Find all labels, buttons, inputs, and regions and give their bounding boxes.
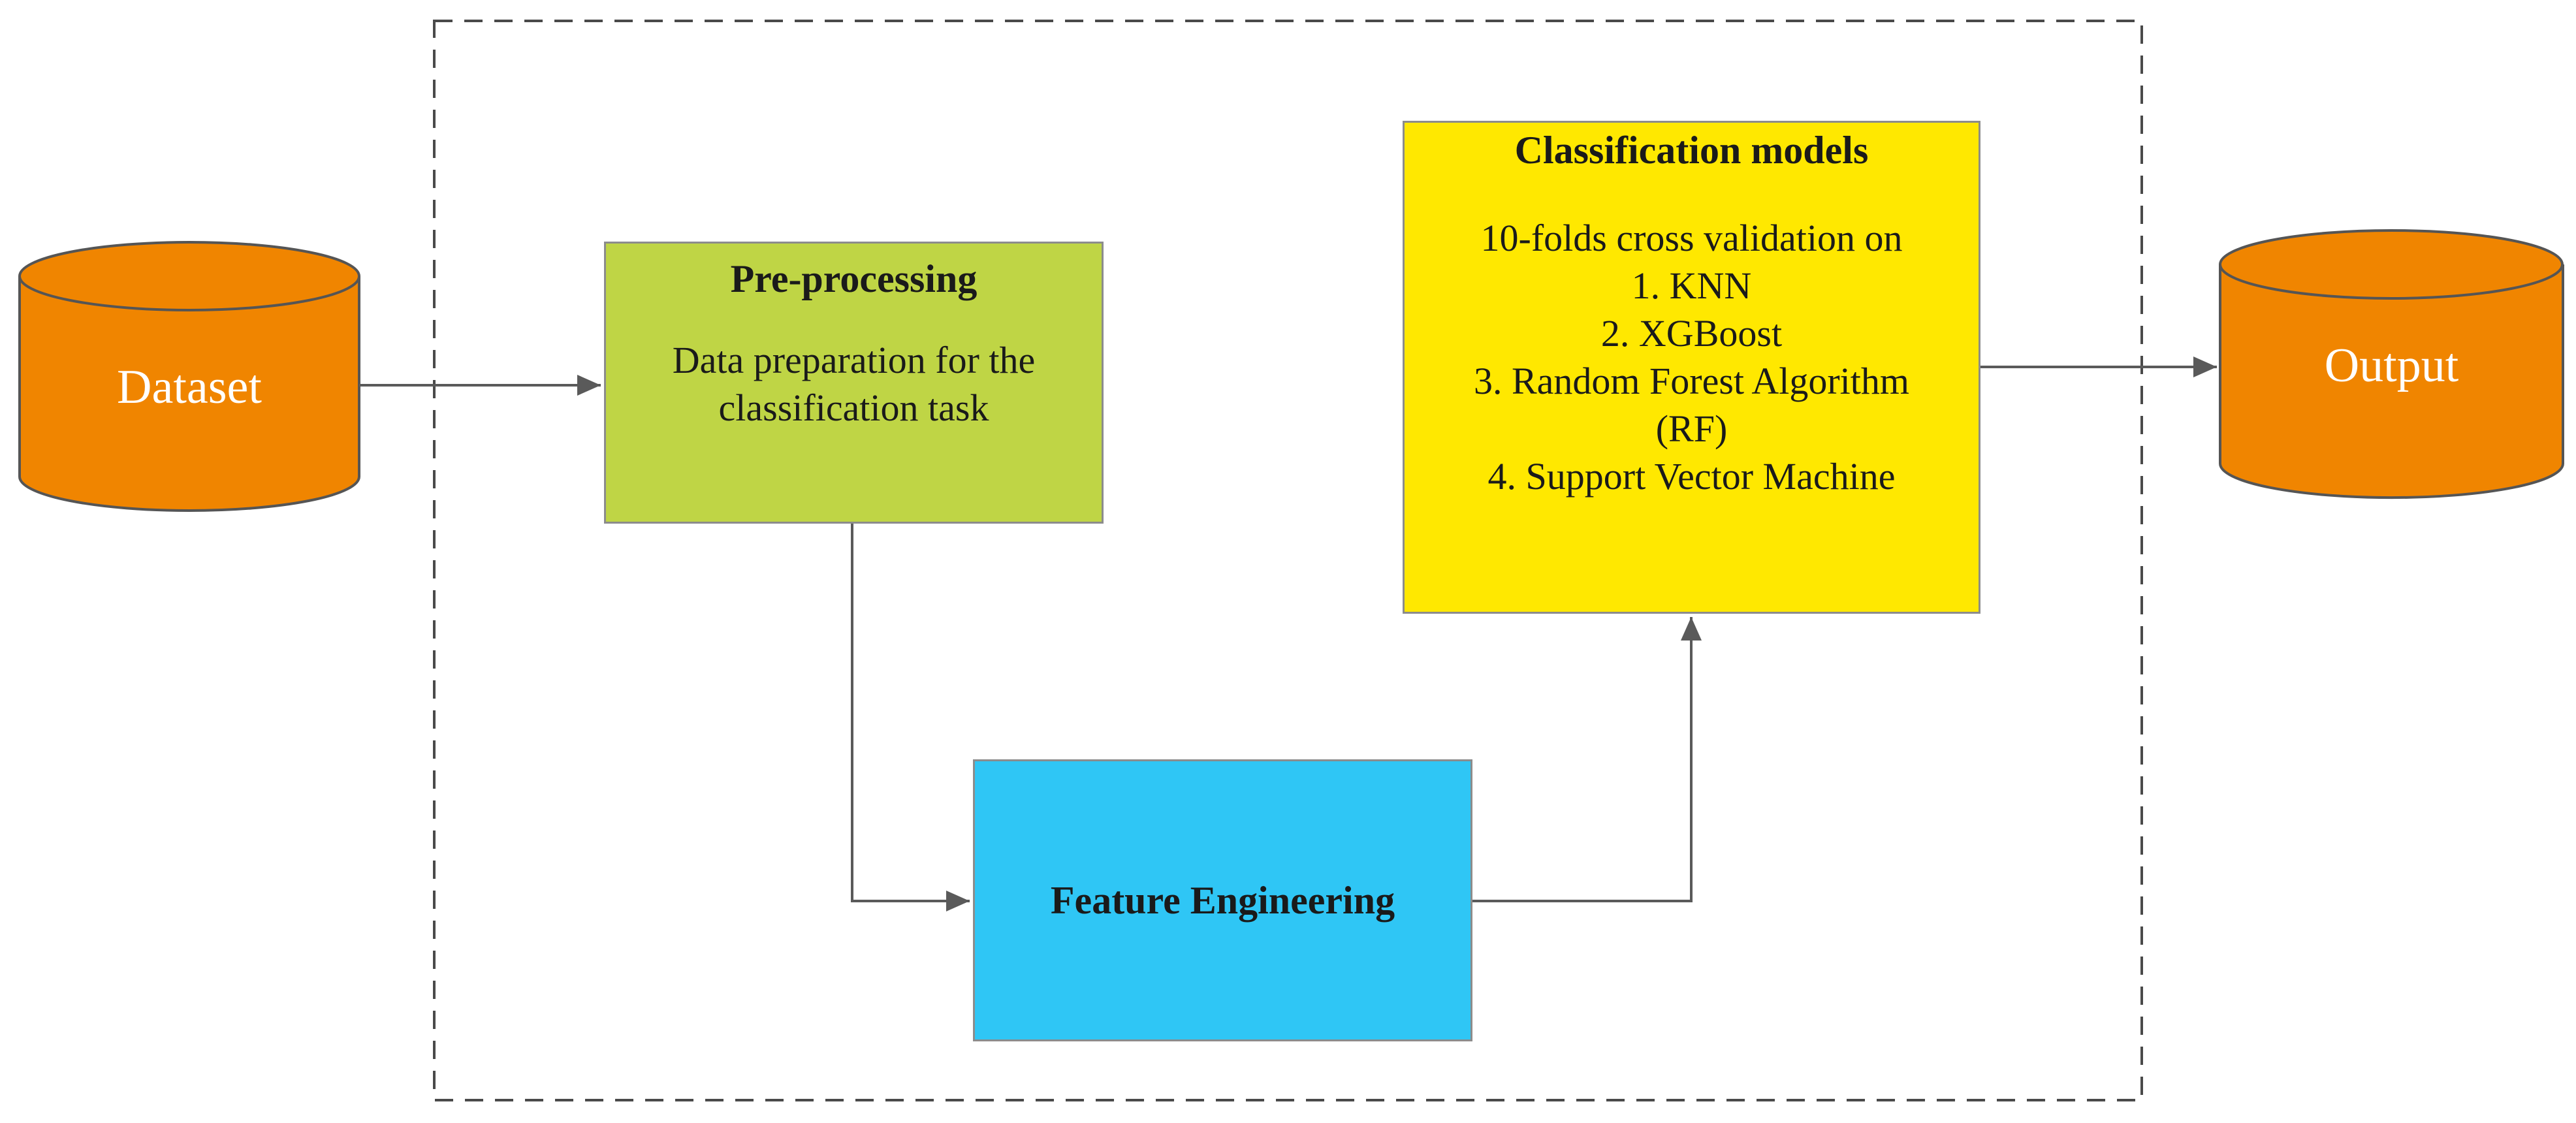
output-cylinder bbox=[2219, 229, 2564, 499]
classification-models-line: 10-folds cross validation on bbox=[1480, 217, 1903, 259]
edge-preprocessing-to-feature-engineering bbox=[851, 524, 970, 911]
preprocessing-line: classification task bbox=[718, 387, 989, 429]
preprocessing-line: Data preparation for the bbox=[672, 339, 1036, 381]
pipeline-container bbox=[433, 20, 2143, 1101]
preprocessing-title: Pre-processing bbox=[730, 257, 978, 300]
output-label: Output bbox=[2324, 339, 2459, 392]
feature-engineering-title: Feature Engineering bbox=[1050, 879, 1395, 922]
classification-models-line: 3. Random Forest Algorithm bbox=[1474, 360, 1909, 402]
classification-models-line: 1. KNN bbox=[1631, 264, 1752, 307]
classification-models-line: (RF) bbox=[1655, 407, 1728, 450]
dataset-cylinder-top bbox=[18, 241, 360, 311]
classification-models-line: 2. XGBoost bbox=[1600, 312, 1783, 355]
output-cylinder-body bbox=[2219, 264, 2564, 499]
dataset-label: Dataset bbox=[117, 360, 262, 414]
feature-engineering-box: Feature Engineering bbox=[973, 759, 1472, 1041]
edge-feature-engineering-to-classification bbox=[1472, 617, 1702, 902]
preprocessing-description: Data preparation for the classification … bbox=[606, 336, 1102, 432]
classification-models-box: Classification models 10-folds cross val… bbox=[1403, 121, 1980, 614]
dataset-cylinder-body bbox=[18, 276, 360, 512]
classification-models-line: 4. Support Vector Machine bbox=[1487, 455, 1896, 498]
classification-models-list: 10-folds cross validation on 1. KNN 2. X… bbox=[1405, 214, 1979, 500]
dataset-cylinder bbox=[18, 241, 360, 512]
classification-models-title: Classification models bbox=[1514, 129, 1869, 172]
output-cylinder-top bbox=[2219, 229, 2564, 300]
preprocessing-box: Pre-processing Data preparation for the … bbox=[604, 242, 1104, 524]
